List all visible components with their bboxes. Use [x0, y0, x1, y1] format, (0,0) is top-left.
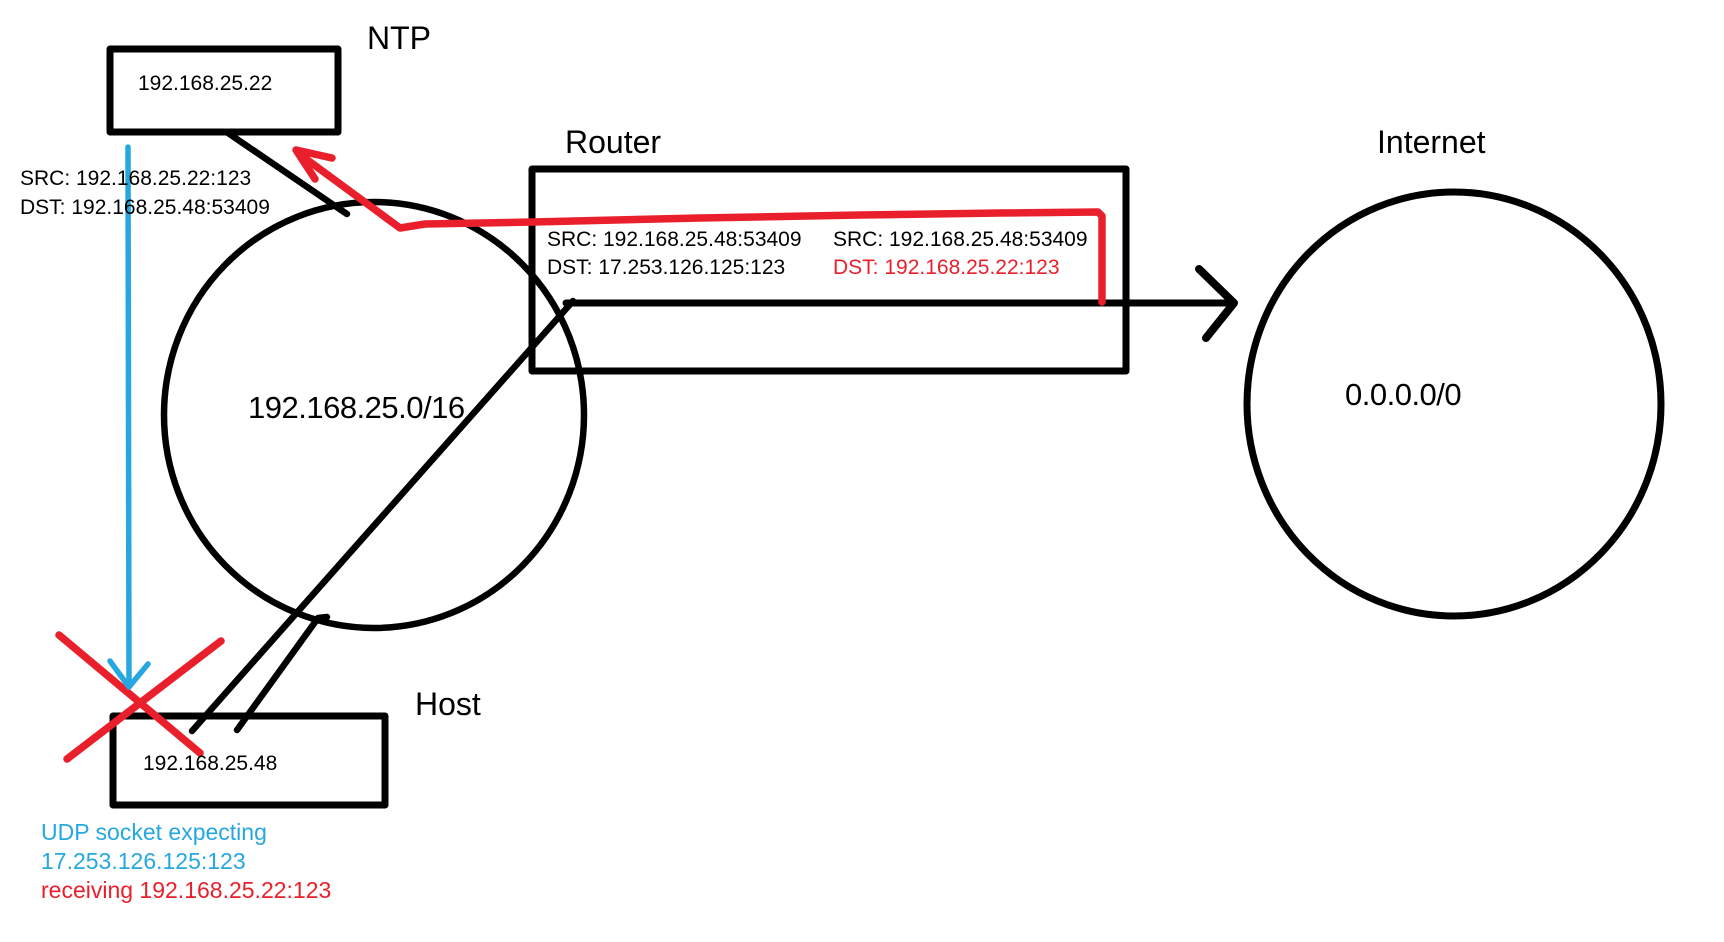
router-rewritten-dst: DST: 192.168.25.22:123	[833, 256, 1060, 279]
lan-circle	[160, 198, 588, 632]
ntp-title: NTP	[367, 20, 431, 56]
lan-cidr-label: 192.168.25.0/16	[248, 390, 465, 425]
ntp-ip-label: 192.168.25.22	[138, 72, 273, 95]
internet-cidr-label: 0.0.0.0/0	[1345, 377, 1462, 412]
udp-socket-note: UDP socket expecting 17.253.126.125:123 …	[41, 818, 331, 905]
router-forward-src: SRC: 192.168.25.48:53409	[547, 228, 802, 251]
udp-note-line2: 17.253.126.125:123	[41, 848, 246, 874]
internet-circle	[1243, 188, 1665, 620]
nat-reply-arrowhead-icon	[292, 146, 336, 183]
blocked-x-icon	[55, 631, 225, 763]
ntp-box	[106, 45, 342, 136]
ntp-lan-link	[224, 129, 351, 218]
udp-note-line1: UDP socket expecting	[41, 819, 267, 845]
ntp-reply-packet-header: SRC: 192.168.25.22:123 DST: 192.168.25.4…	[20, 164, 270, 222]
udp-note-line3: receiving 192.168.25.22:123	[41, 877, 332, 903]
expected-flow-arrowhead-icon	[107, 658, 151, 690]
router-rewritten-packet-header: SRC: 192.168.25.48:53409 DST: 192.168.25…	[833, 226, 1088, 282]
host-ip-label: 192.168.25.48	[143, 752, 278, 775]
host-lan-link	[233, 613, 331, 734]
host-title: Host	[415, 686, 481, 722]
internet-arrowhead-icon	[1195, 265, 1238, 342]
nat-reply-path	[298, 152, 1106, 306]
internet-title: Internet	[1377, 124, 1486, 160]
ntp-reply-packet-dst: DST: 192.168.25.48:53409	[20, 196, 270, 219]
router-title: Router	[565, 124, 662, 160]
router-forward-dst: DST: 17.253.126.125:123	[547, 256, 786, 279]
router-rewritten-src: SRC: 192.168.25.48:53409	[833, 228, 1088, 251]
router-forward-packet-header: SRC: 192.168.25.48:53409 DST: 17.253.126…	[547, 226, 802, 282]
host-router-link	[188, 297, 577, 735]
ntp-reply-packet-src: SRC: 192.168.25.22:123	[20, 167, 252, 190]
expected-flow-arrow	[125, 144, 132, 689]
router-box	[528, 165, 1130, 375]
